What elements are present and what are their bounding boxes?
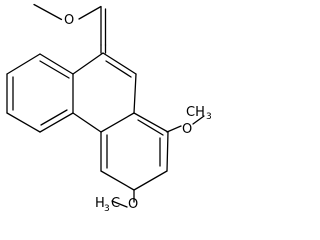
methoxy-2-oxygen-label: O <box>128 197 138 212</box>
bond-c1 <box>133 112 169 133</box>
bond-c3 <box>133 170 168 191</box>
bond-c4b-c8a <box>72 112 102 133</box>
methoxy-2-h-label: H <box>95 196 105 211</box>
bond-a5 <box>39 112 74 133</box>
bond-c4 <box>100 170 135 191</box>
methoxy-1-subscript: 3 <box>206 112 212 122</box>
bond-a4 <box>6 112 41 133</box>
chemical-structure-diagram: O O O CH 3 O H 3 C <box>6 3 212 214</box>
bond-a-inner-1 <box>39 60 70 79</box>
bond-methyl-o <box>33 3 63 21</box>
ester-ether-oxygen-label: O <box>64 13 74 28</box>
bond-c-inner-1 <box>137 119 164 136</box>
methoxy-1-oxygen-label: O <box>182 122 192 137</box>
bond-c9-c10-inner <box>105 60 132 78</box>
bond-o-ch3-methoxy1 <box>192 115 205 125</box>
bond-o-ch3-methoxy2 <box>111 200 128 208</box>
bond-a-inner-3 <box>40 109 68 126</box>
bond-a1 <box>39 53 74 75</box>
bond-c8b-c9 <box>72 52 104 75</box>
bond-c9-c10 <box>102 52 137 75</box>
bond-c2-o-methoxy1 <box>166 125 182 133</box>
bond-o-carbonyl-c <box>78 5 102 20</box>
methoxy-1-ch-label: CH <box>186 105 205 120</box>
methoxy-2-subscript: 3 <box>104 204 110 214</box>
methoxy-2-c-label: C <box>111 196 120 211</box>
bond-c2 <box>166 131 169 172</box>
bond-c10a-c4b <box>100 112 135 133</box>
bond-a2 <box>6 53 41 75</box>
bond-c10-c10a <box>133 73 137 114</box>
